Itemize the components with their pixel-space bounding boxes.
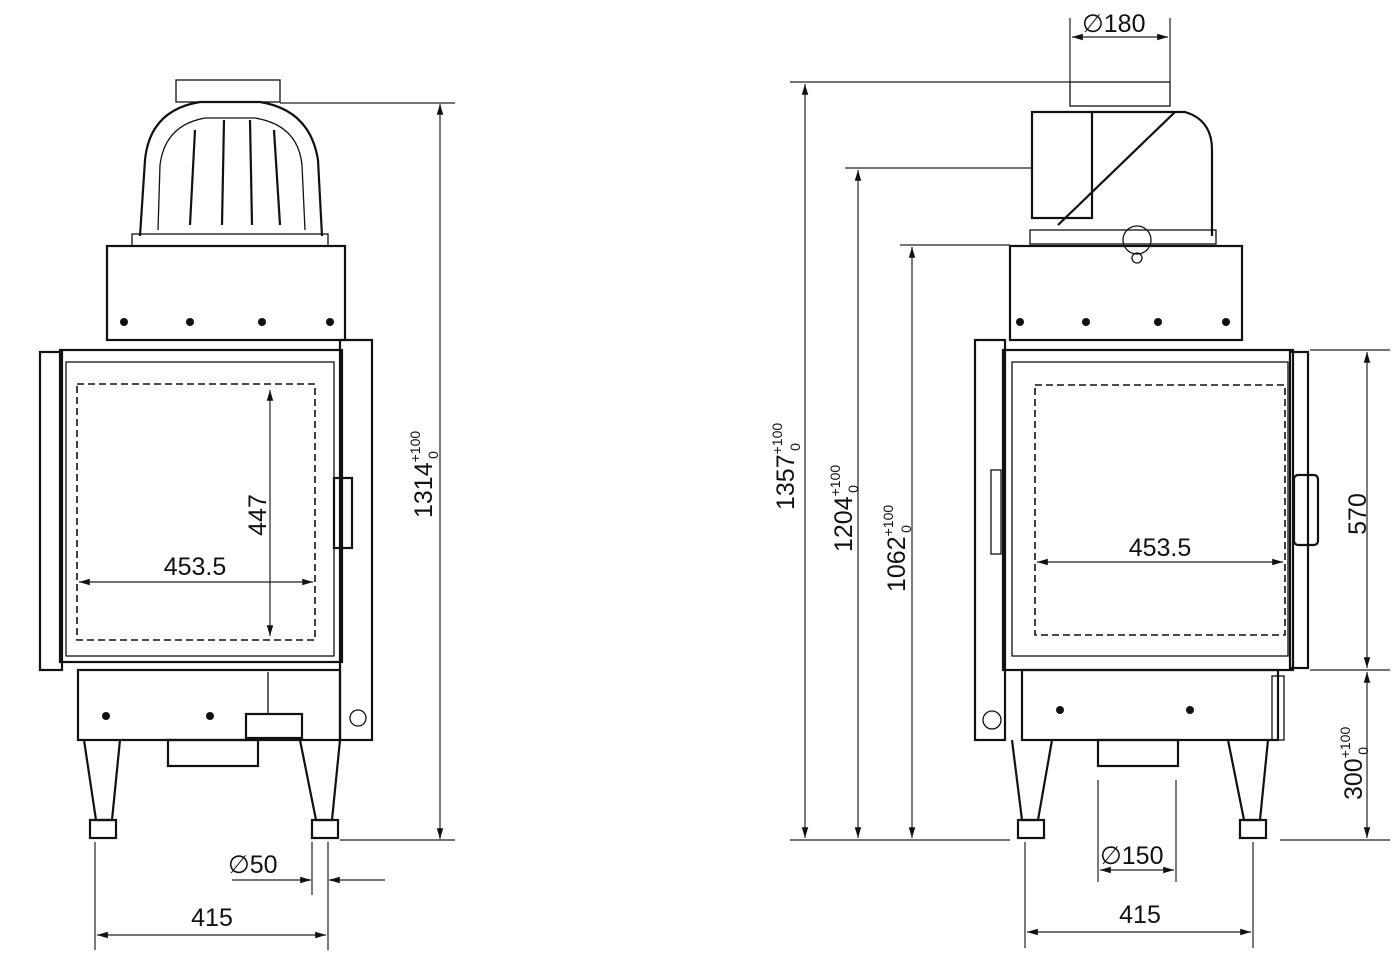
width-dimension-label: 453.5 [1129, 534, 1192, 562]
air-inlet-diameter-label: ∅150 [1100, 842, 1164, 870]
top-box [105, 244, 347, 342]
flue-diameter-label: ∅180 [1082, 10, 1146, 38]
legs [1010, 739, 1270, 840]
top-connector [1029, 110, 1217, 264]
base [982, 668, 1285, 768]
flue-collar [1069, 81, 1171, 107]
base [76, 668, 367, 768]
door-frame [38, 338, 374, 742]
width-dimension-label: 453.5 [164, 553, 227, 581]
door-height-label: 570 [1344, 493, 1372, 535]
door-frame [973, 338, 1320, 742]
leg-spacing-label: 415 [1119, 901, 1161, 929]
convection-dome [131, 100, 329, 247]
door-handle [332, 476, 354, 550]
side-view: ∅180 [769, 10, 1390, 948]
door-handle [1292, 473, 1320, 547]
leg-spacing-label: 415 [191, 904, 233, 932]
height-dimension-label: 447 [244, 494, 272, 536]
leg-diameter-label: ∅50 [228, 851, 278, 879]
top-box [1008, 244, 1244, 342]
legs [82, 739, 342, 840]
flue-collar [175, 79, 281, 103]
